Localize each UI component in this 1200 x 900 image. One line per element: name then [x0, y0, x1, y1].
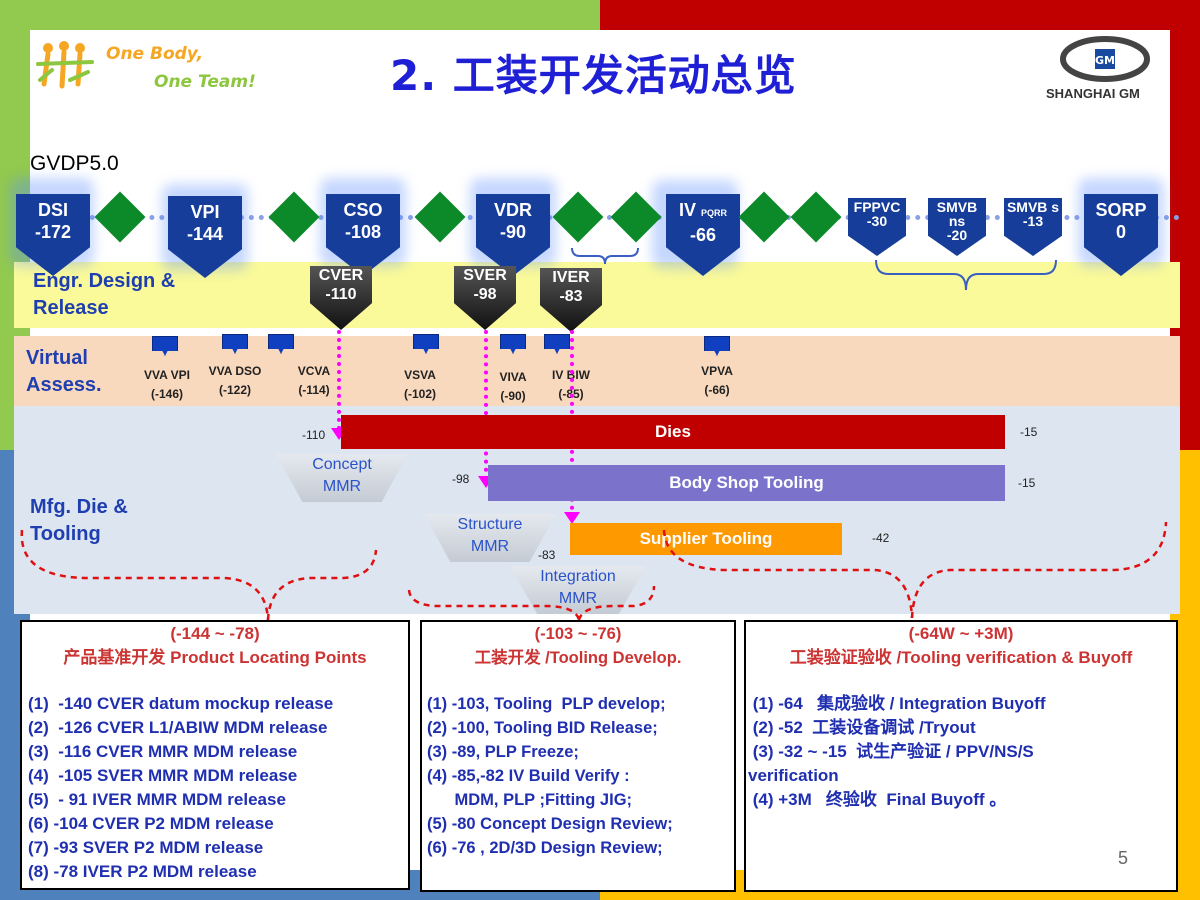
va-vsva: VSVA(-102) — [403, 368, 436, 401]
supplier-end: -42 — [872, 531, 890, 545]
box2-item: (6) -76 , 2D/3D Design Review; — [427, 839, 663, 857]
brace-icon — [570, 246, 640, 266]
arrow-down-icon — [564, 512, 580, 524]
box3-item: verification — [748, 766, 839, 785]
box2-title: 工装开发 /Tooling Develop. — [474, 649, 682, 667]
va-flag-icon — [413, 334, 439, 354]
body-shop-tooling-bar: Body Shop Tooling — [488, 465, 1005, 501]
box1-item: (3) -116 CVER MMR MDM release — [28, 742, 298, 761]
box2-item: (1) -103, Tooling PLP develop; — [427, 695, 666, 713]
box3-range: (-64W ~ +3M) — [908, 624, 1014, 643]
gm-logo-icon: GM — [1060, 36, 1150, 82]
logo-slogan-line2: One Team! — [154, 72, 256, 92]
box1-title: 产品基准开发 Product Locating Points — [63, 648, 367, 667]
va-flag-icon — [544, 334, 570, 354]
supplier-tooling-bar: Supplier Tooling — [570, 523, 842, 555]
engr-band-label: Engr. Design & Release — [33, 270, 176, 319]
logo-slogan-line1: One Body, — [106, 44, 204, 64]
process-label: GVDP5.0 — [30, 152, 119, 175]
brand-name: SHANGHAI GM — [1046, 86, 1140, 101]
body-shop-end: -15 — [1018, 476, 1036, 490]
supplier-start: -83 — [538, 548, 556, 562]
virtual-band-label: Virtual Assess. — [26, 347, 102, 396]
page-number: 5 — [1118, 848, 1129, 868]
svg-text:GM: GM — [1095, 54, 1115, 67]
va-flag-icon — [152, 336, 178, 356]
timeline-line — [40, 215, 1180, 220]
mfg-band-label: Mfg. Die & Tooling — [30, 496, 128, 545]
dies-bar: Dies — [341, 415, 1005, 449]
va-flag-icon — [268, 334, 294, 354]
tooling-verification-box: (-64W ~ +3M) 工装验证验收 /Tooling verificatio… — [744, 620, 1178, 892]
box2-item: (5) -80 Concept Design Review; — [427, 815, 673, 833]
tooling-develop-box: (-103 ~ -76) 工装开发 /Tooling Develop. (1) … — [420, 620, 736, 892]
va-flag-icon — [704, 336, 730, 356]
box3-item: (2) -52 工装设备调试 /Tryout — [748, 718, 976, 737]
box3-title: 工装验证验收 /Tooling verification & Buyoff — [789, 648, 1133, 667]
box3-item: (1) -64 集成验收 / Integration Buyoff — [748, 694, 1046, 713]
box2-item: MDM, PLP ;Fitting JIG; — [427, 791, 633, 809]
dies-start: -110 — [302, 428, 326, 442]
box1-item: (1) -140 CVER datum mockup release — [28, 694, 334, 713]
cver-link-line — [337, 330, 341, 430]
va-viva: VIVA(-90) — [499, 370, 527, 403]
box1-item: (6) -104 CVER P2 MDM release — [28, 814, 274, 833]
box2-item: (4) -85,-82 IV Build Verify : — [427, 767, 630, 785]
box1-item: (8) -78 IVER P2 MDM release — [28, 862, 257, 881]
product-locating-points-box: (-144 ~ -78) 产品基准开发 Product Locating Poi… — [20, 620, 410, 890]
box1-item: (4) -105 SVER MMR MDM release — [28, 766, 298, 785]
box2-range: (-103 ~ -76) — [534, 625, 622, 643]
box2-item: (3) -89, PLP Freeze; — [427, 743, 579, 761]
box1-item: (7) -93 SVER P2 MDM release — [28, 838, 264, 857]
virtual-assess-band — [14, 336, 1180, 406]
dies-end: -15 — [1020, 425, 1038, 439]
box2-item: (2) -100, Tooling BID Release; — [427, 719, 658, 737]
va-vva-vpi: VVA VPI(-146) — [143, 368, 190, 401]
va-flag-icon — [222, 334, 248, 354]
box3-item: (3) -32 ~ -15 试生产验证 / PPV/NS/S — [748, 742, 1034, 761]
va-vcva: VCVA(-114) — [297, 364, 331, 397]
va-vva-dso: VVA DSO(-122) — [208, 364, 262, 397]
brace-icon — [874, 258, 1058, 294]
va-flag-icon — [500, 334, 526, 354]
page-title: 2. 工装开发活动总览 — [390, 51, 797, 100]
va-vpva: VPVA(-66) — [701, 364, 733, 397]
box1-item: (5) - 91 IVER MMR MDM release — [28, 790, 286, 809]
phase-brace-lines — [14, 520, 1186, 630]
sver-link-line — [484, 330, 488, 480]
box3-item: (4) +3M 终验收 Final Buyoff 。 — [748, 790, 1007, 809]
team-logo-icon — [36, 40, 96, 92]
box1-item: (2) -126 CVER L1/ABIW MDM release — [28, 718, 328, 737]
body-shop-start: -98 — [452, 472, 470, 486]
box1-range: (-144 ~ -78) — [170, 624, 260, 643]
